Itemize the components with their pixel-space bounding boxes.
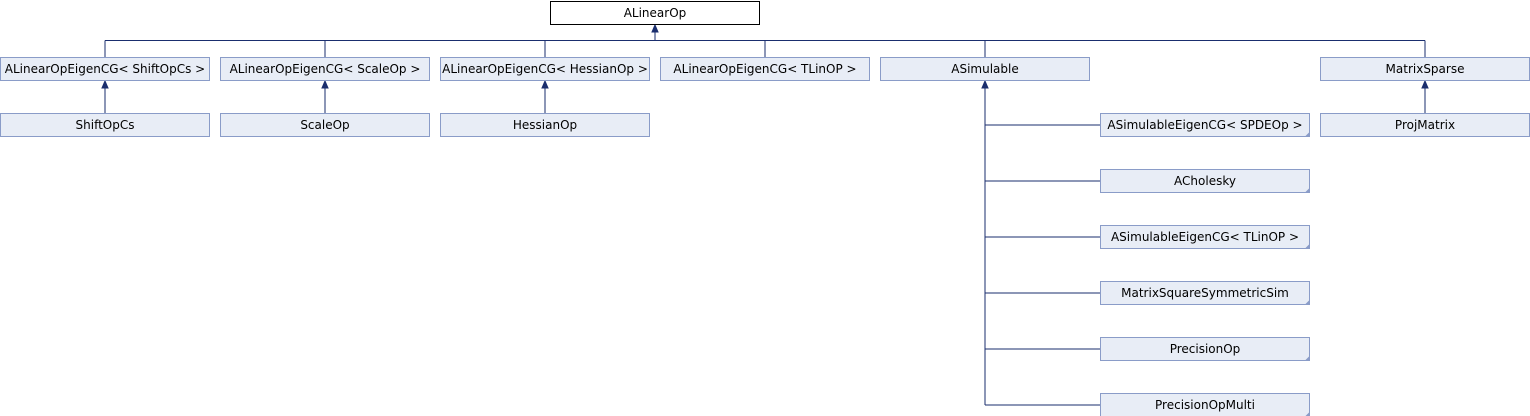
node-box [1100, 113, 1310, 137]
node-box [220, 113, 430, 137]
node-box [1100, 393, 1310, 416]
class-node-shiftopcs[interactable]: ShiftOpCs [0, 113, 210, 137]
node-box [0, 57, 210, 81]
node-box [0, 113, 210, 137]
inheritance-arrow-icon [321, 79, 329, 89]
edges [101, 23, 1429, 406]
node-box [1100, 337, 1310, 361]
class-node-matsparse[interactable]: MatrixSparse [1320, 57, 1530, 81]
class-node-eig_hess[interactable]: ALinearOpEigenCG< HessianOp > [440, 57, 650, 81]
node-label: ProjMatrix [1395, 118, 1455, 132]
inheritance-arrow-icon [1421, 79, 1429, 89]
class-node-hessianop[interactable]: HessianOp [440, 113, 650, 137]
class-node-scaleop[interactable]: ScaleOp [220, 113, 430, 137]
class-node-mss[interactable]: MatrixSquareSymmetricSim [1100, 281, 1310, 305]
class-node-acholesky[interactable]: ACholesky [1100, 169, 1310, 193]
node-box [440, 57, 650, 81]
node-label: ALinearOpEigenCG< TLinOP > [673, 62, 856, 76]
node-label: ALinearOpEigenCG< HessianOp > [442, 62, 648, 76]
collapsed-marker-icon [1305, 188, 1310, 193]
node-label: PrecisionOp [1170, 342, 1241, 356]
node-label: ALinearOpEigenCG< ScaleOp > [230, 62, 421, 76]
node-label: ALinearOp [624, 6, 687, 20]
node-label: ALinearOpEigenCG< ShiftOpCs > [5, 62, 205, 76]
node-box [550, 1, 760, 25]
node-box [220, 57, 430, 81]
node-label: PrecisionOpMulti [1155, 398, 1255, 412]
class-node-asimulable[interactable]: ASimulable [880, 57, 1090, 81]
node-label: ShiftOpCs [76, 118, 135, 132]
inheritance-arrow-icon [541, 79, 549, 89]
node-box [1100, 281, 1310, 305]
inheritance-arrow-icon [981, 79, 989, 89]
node-label: ScaleOp [300, 118, 349, 132]
class-node-eig_scale[interactable]: ALinearOpEigenCG< ScaleOp > [220, 57, 430, 81]
collapsed-marker-icon [1305, 244, 1310, 249]
class-node-eig_tlin[interactable]: ALinearOpEigenCG< TLinOP > [660, 57, 870, 81]
node-label: ASimulable [951, 62, 1018, 76]
inheritance-arrow-icon [651, 23, 659, 33]
node-label: ACholesky [1174, 174, 1236, 188]
node-box [1100, 225, 1310, 249]
node-label: HessianOp [513, 118, 577, 132]
class-node-root[interactable]: ALinearOp [550, 1, 760, 25]
inheritance-arrow-icon [101, 79, 109, 89]
collapsed-marker-icon [1305, 356, 1310, 361]
node-box [1100, 169, 1310, 193]
class-node-sim_tlin[interactable]: ASimulableEigenCG< TLinOP > [1100, 225, 1310, 249]
collapsed-marker-icon [1305, 412, 1310, 416]
node-label: MatrixSparse [1386, 62, 1465, 76]
node-box [660, 57, 870, 81]
collapsed-marker-icon [1305, 132, 1310, 137]
class-node-precopmulti[interactable]: PrecisionOpMulti [1100, 393, 1310, 416]
node-label: MatrixSquareSymmetricSim [1121, 286, 1289, 300]
node-box [880, 57, 1090, 81]
collapsed-marker-icon [1305, 300, 1310, 305]
class-node-projmatrix[interactable]: ProjMatrix [1320, 113, 1530, 137]
node-box [440, 113, 650, 137]
node-label: ASimulableEigenCG< TLinOP > [1111, 230, 1299, 244]
class-node-precop[interactable]: PrecisionOp [1100, 337, 1310, 361]
class-node-eig_shift[interactable]: ALinearOpEigenCG< ShiftOpCs > [0, 57, 210, 81]
node-label: ASimulableEigenCG< SPDEOp > [1107, 118, 1302, 132]
class-node-sim_spde[interactable]: ASimulableEigenCG< SPDEOp > [1100, 113, 1310, 137]
